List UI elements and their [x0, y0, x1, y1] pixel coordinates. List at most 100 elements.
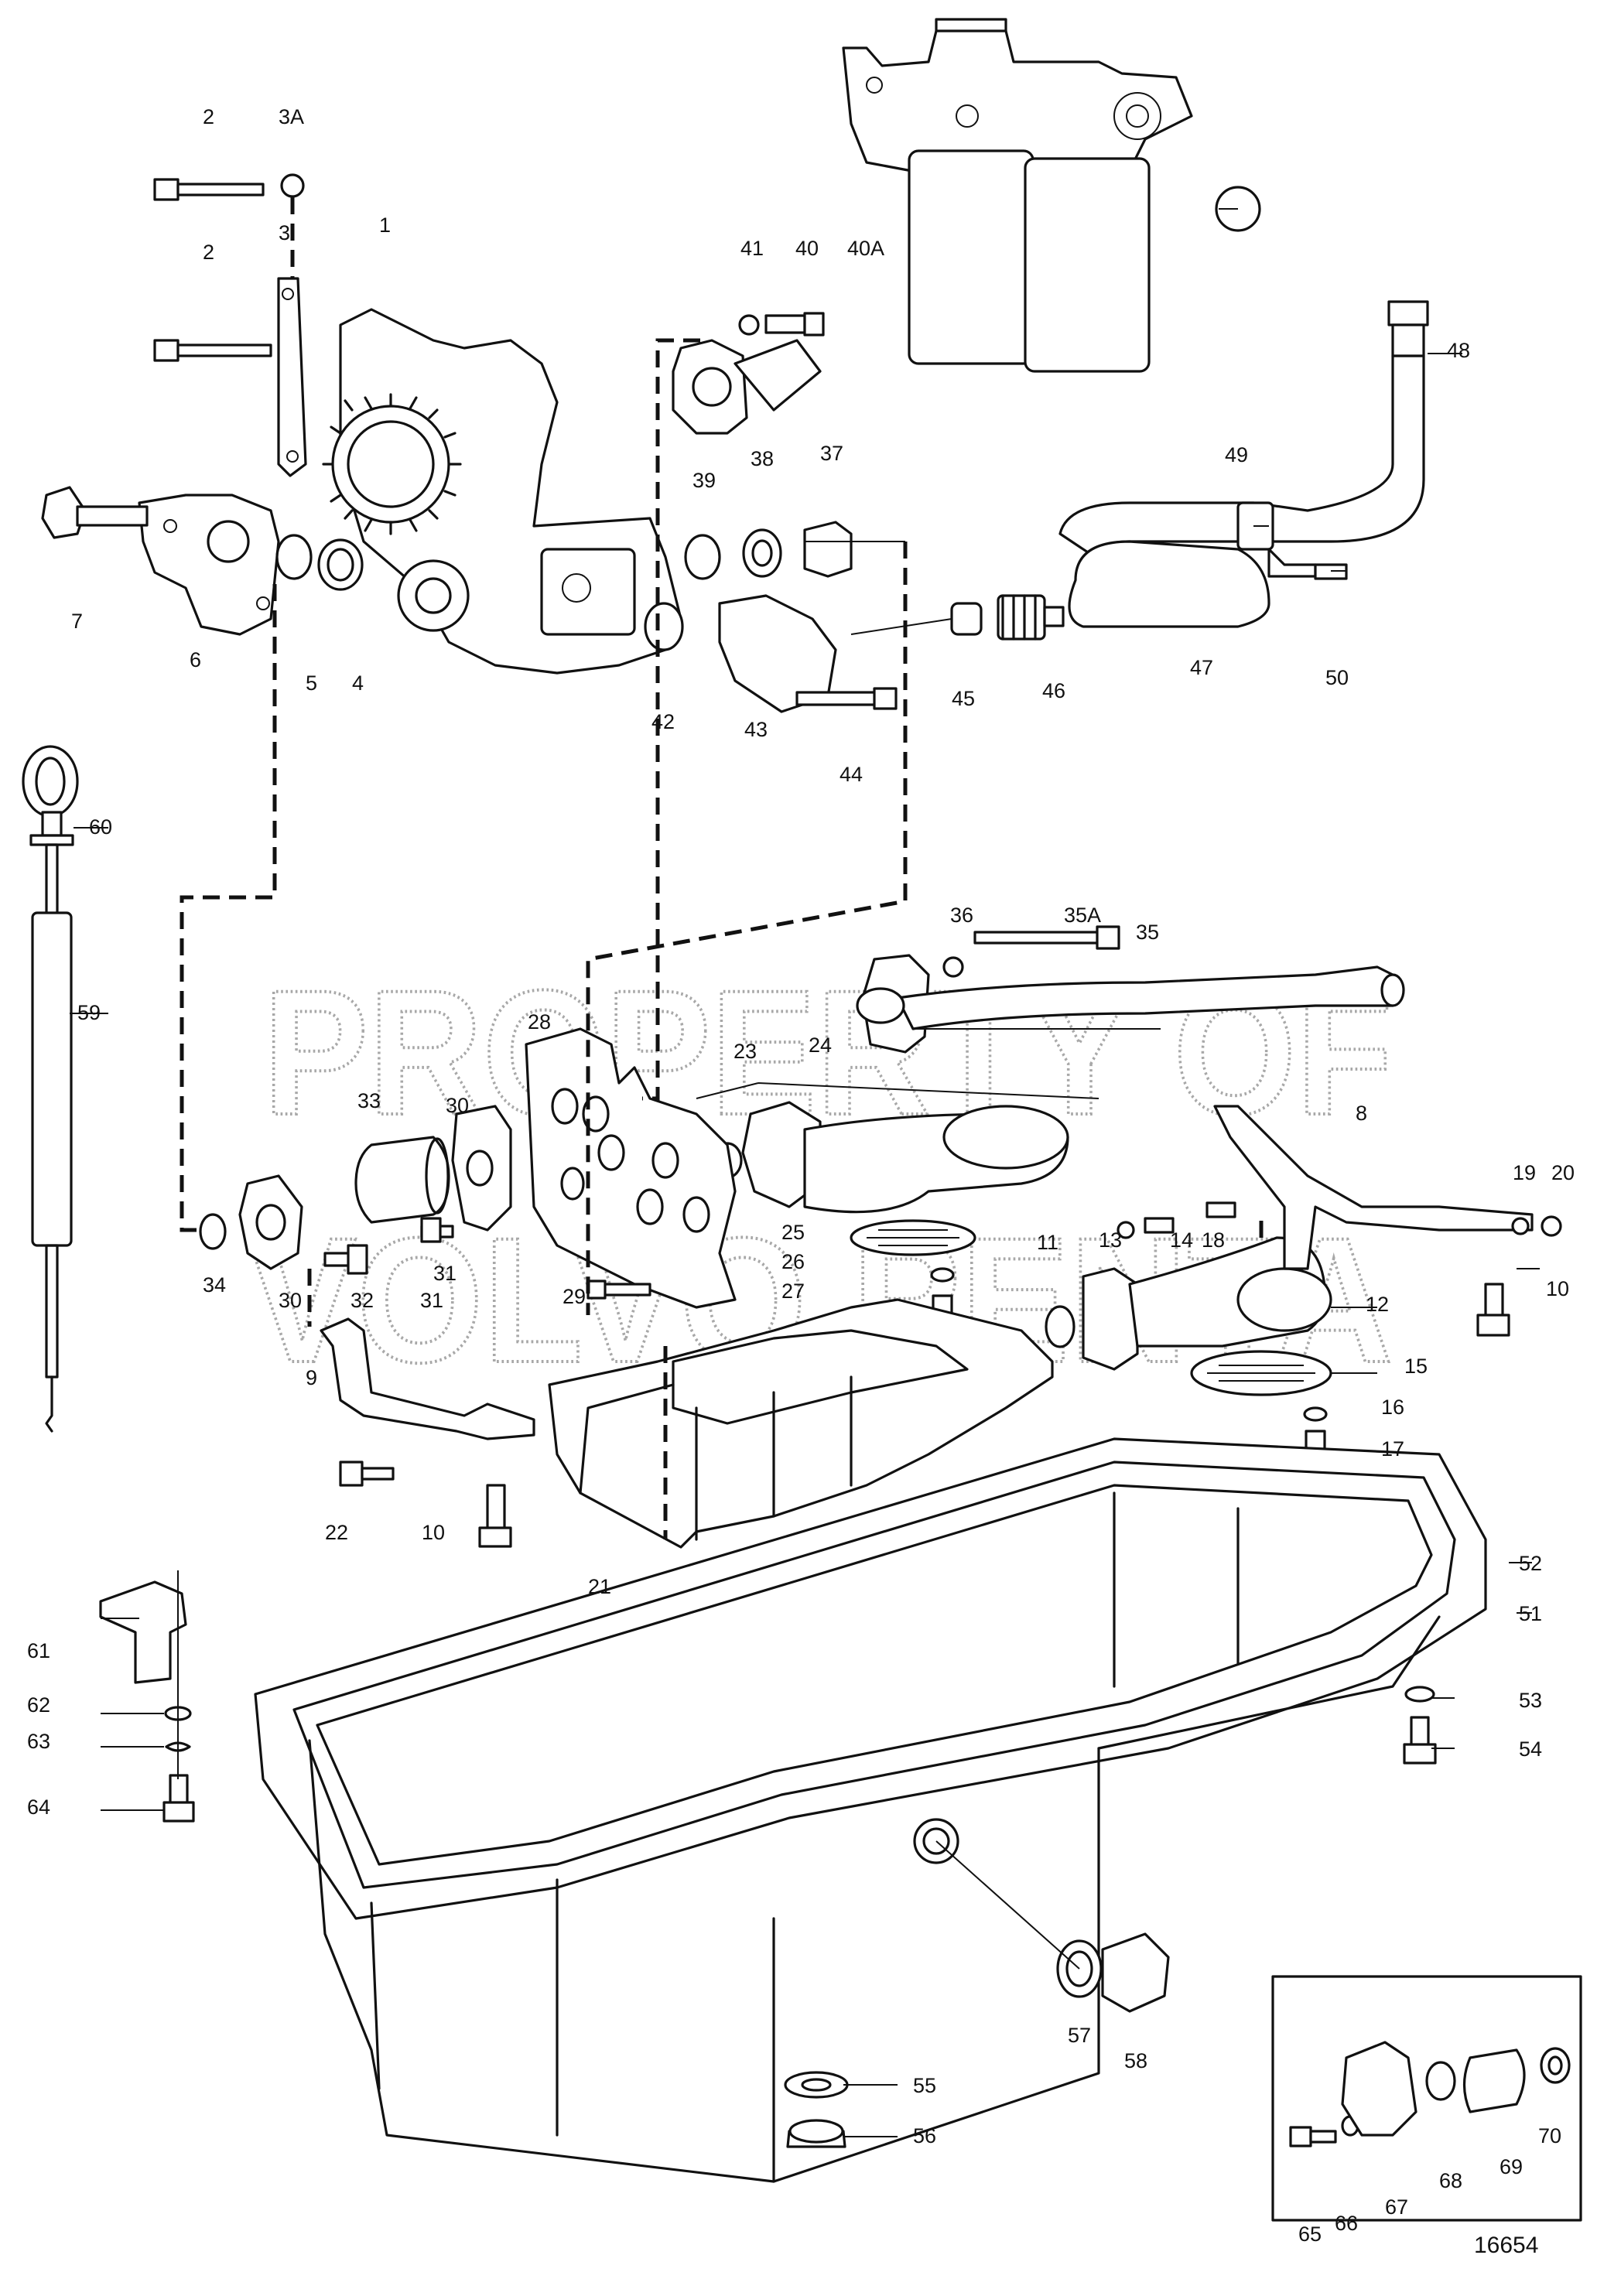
callout-23: 23 [734, 1040, 757, 1063]
callout-26: 26 [781, 1250, 805, 1273]
callout-24: 24 [809, 1034, 832, 1057]
callout-32: 32 [351, 1289, 374, 1312]
callout-40a: 40A [847, 237, 884, 260]
callout-10: 10 [422, 1521, 445, 1544]
oil-line-assembly [950, 300, 1429, 641]
callout-13: 13 [1099, 1228, 1122, 1252]
callout-49: 49 [1225, 443, 1248, 466]
callout-17: 17 [1381, 1437, 1404, 1461]
callout-22: 22 [325, 1521, 348, 1544]
callout-18: 18 [1202, 1228, 1225, 1252]
oil-sump-housing [548, 1298, 1054, 1549]
callout-37: 37 [820, 442, 843, 465]
callout-69: 69 [1500, 2155, 1523, 2178]
intermediate-plate [525, 1027, 737, 1309]
callout-39: 39 [692, 469, 716, 492]
callout-51: 51 [1519, 1602, 1542, 1625]
pan-screw [1403, 1686, 1437, 1765]
callout-62: 62 [27, 1693, 50, 1717]
callout-30: 30 [279, 1289, 302, 1312]
callout-65: 65 [1298, 2223, 1322, 2246]
seal-36 [803, 521, 853, 578]
callout-53: 53 [1519, 1689, 1542, 1712]
seal-37 [742, 528, 782, 578]
bushing-4 [317, 538, 364, 591]
callout-70: 70 [1538, 2124, 1561, 2147]
callout-7: 7 [71, 610, 83, 633]
callout-12: 12 [1366, 1293, 1389, 1316]
o-ring-5 [275, 534, 313, 580]
callout-1: 1 [379, 214, 391, 237]
suction-pipe [856, 925, 1405, 1054]
callout-28: 28 [528, 1010, 551, 1034]
drain-plug-assembly [784, 1932, 1170, 2148]
callout-40: 40 [795, 237, 819, 260]
callout-46: 46 [1042, 679, 1065, 702]
suction-elbow [712, 1101, 1069, 1317]
callout-20: 20 [1551, 1161, 1575, 1184]
pump-flange [41, 486, 280, 636]
callout-33: 33 [357, 1089, 381, 1112]
callout-10: 10 [1546, 1277, 1569, 1300]
transfer-tube [199, 1105, 512, 1275]
oil-pan [254, 1437, 1487, 2183]
callout-58: 58 [1124, 2049, 1147, 2072]
callout-9: 9 [306, 1366, 317, 1389]
callout-68: 68 [1439, 2169, 1462, 2192]
callout-11: 11 [1037, 1231, 1058, 1254]
callout-48: 48 [1447, 339, 1470, 362]
callout-56: 56 [913, 2124, 936, 2147]
callout-66: 66 [1335, 2212, 1358, 2235]
callout-52: 52 [1519, 1552, 1542, 1575]
inset-detail [1271, 1975, 1582, 2222]
callout-45: 45 [952, 687, 975, 710]
callout-57: 57 [1068, 2024, 1091, 2047]
bracket-9 [320, 1317, 535, 1548]
callout-35a: 35A [1064, 904, 1101, 927]
dipstick-assembly [22, 745, 79, 1433]
callout-31: 31 [420, 1289, 443, 1312]
document-number: 16654 [1474, 2233, 1538, 2258]
callout-35: 35 [1136, 921, 1159, 944]
callout-21: 21 [588, 1575, 611, 1598]
callout-30: 30 [446, 1094, 469, 1117]
callout-41: 41 [740, 237, 764, 260]
callout-60: 60 [89, 815, 112, 839]
callout-2: 2 [203, 105, 214, 128]
callout-54: 54 [1519, 1737, 1542, 1761]
callout-25: 25 [781, 1221, 805, 1244]
dashed-reference-lines [180, 197, 1264, 1539]
pump-bolts [153, 173, 307, 477]
callout-15: 15 [1404, 1355, 1428, 1378]
callout-19: 19 [1513, 1161, 1536, 1184]
callout-6: 6 [190, 648, 201, 671]
callout-67: 67 [1385, 2195, 1408, 2219]
callout-38: 38 [751, 447, 774, 470]
outlet-flange [672, 312, 898, 713]
callout-64: 64 [27, 1795, 50, 1819]
callout-42: 42 [651, 710, 675, 733]
callout-55: 55 [913, 2074, 936, 2097]
callout-8: 8 [1356, 1102, 1367, 1125]
callout-5: 5 [306, 671, 317, 695]
callout-16: 16 [1381, 1396, 1404, 1419]
callout-63: 63 [27, 1730, 50, 1753]
leader-lines [70, 208, 1540, 2137]
callout-70-circle [1215, 186, 1261, 232]
callout-44: 44 [840, 763, 863, 786]
callout-27: 27 [781, 1280, 805, 1303]
callout-31: 31 [433, 1262, 457, 1285]
callout-43: 43 [744, 718, 768, 741]
callout-4: 4 [352, 671, 364, 695]
elbow-12 [1045, 1105, 1562, 1456]
callout-59: 59 [77, 1001, 101, 1024]
callout-2: 2 [203, 241, 214, 264]
callout-34: 34 [203, 1273, 226, 1297]
callout-14: 14 [1170, 1228, 1193, 1252]
callout-47: 47 [1190, 656, 1213, 679]
callout-29: 29 [563, 1285, 586, 1308]
callout-36: 36 [950, 904, 973, 927]
